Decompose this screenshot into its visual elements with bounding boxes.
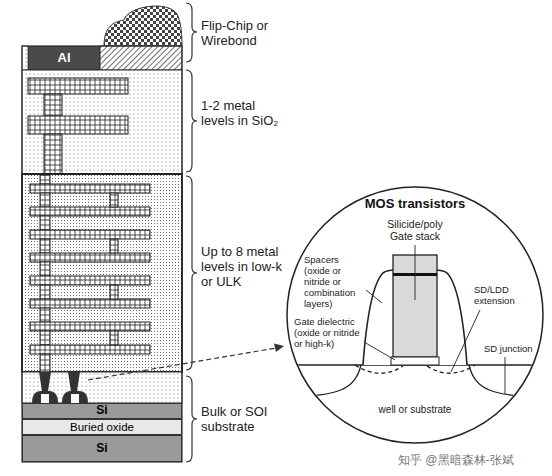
drawing-part xyxy=(415,245,416,300)
ldd-label: SD/LDD extension xyxy=(474,284,532,306)
gate-core xyxy=(41,394,49,403)
drawing-part xyxy=(30,207,150,216)
spacer-label: Spacers (oxide or nitride or combination… xyxy=(304,254,364,309)
drawing-part xyxy=(110,239,118,253)
drawing-part xyxy=(40,331,50,345)
drawing-part xyxy=(186,3,197,62)
drawing-part xyxy=(364,342,395,360)
al-pad: Al xyxy=(28,46,100,70)
contact-plug xyxy=(68,372,80,391)
low-k-dielectric xyxy=(22,174,182,372)
drawing-part xyxy=(186,376,197,462)
transistor-gate xyxy=(62,391,88,403)
sd-junction xyxy=(285,365,361,397)
contact-dielectric xyxy=(22,372,182,403)
drawing-part xyxy=(110,193,118,207)
metal-via xyxy=(44,94,62,116)
metal-line xyxy=(28,78,128,94)
watermark: 知乎 @黑暗森林-张斌 xyxy=(398,453,548,467)
gate-core xyxy=(71,394,79,403)
arrow-head xyxy=(274,344,284,353)
zoom-heading: MOS transistors xyxy=(285,197,545,211)
zoom-pointer xyxy=(88,348,276,380)
bracket-label: Flip-Chip or Wirebond xyxy=(201,18,285,48)
drawing-part xyxy=(40,262,50,276)
bracket-label: 1-2 metal levels in SiO₂ xyxy=(201,98,285,128)
metal-via xyxy=(44,134,62,176)
drawing-part xyxy=(30,253,150,262)
ldd-extension xyxy=(427,365,475,373)
metal-line xyxy=(28,116,128,134)
bracket-label: Up to 8 metal levels in low-k or ULK xyxy=(201,244,291,289)
layer-name: Si xyxy=(96,442,107,455)
drawing-part xyxy=(40,175,50,184)
drawing-part xyxy=(40,308,50,322)
drawing-part xyxy=(30,230,150,239)
drawing-part xyxy=(40,193,50,207)
leader-lines xyxy=(364,245,505,394)
junction-label: SD junction xyxy=(484,343,538,354)
drawing-part xyxy=(40,239,50,253)
drawing-part xyxy=(30,299,150,308)
drawing-part xyxy=(30,184,150,193)
drawing-part xyxy=(451,310,480,372)
sd-junction xyxy=(469,365,545,397)
layer-name: Si xyxy=(96,404,107,417)
buried-oxide-layer: Buried oxide xyxy=(22,419,182,435)
curly-bracket xyxy=(186,3,197,462)
drawing-part xyxy=(366,290,382,303)
dielectric-label: Gate dielectric (oxide or nitride or hig… xyxy=(294,316,364,349)
drawing-part xyxy=(40,354,50,372)
drawing-part xyxy=(505,357,506,394)
si-substrate: Si xyxy=(22,435,182,462)
si-layer: Si xyxy=(22,403,182,419)
gate-dielectric xyxy=(391,357,439,365)
drawing-part xyxy=(110,285,118,299)
drawing-part xyxy=(40,216,50,230)
layer-name: Buried oxide xyxy=(70,421,134,434)
contact-plug xyxy=(39,372,51,391)
drawing-part xyxy=(186,176,197,370)
passivation xyxy=(100,46,182,70)
zoom-circle-outline xyxy=(287,187,543,443)
gate-stack-label: Silicide/poly Gate stack xyxy=(375,218,455,242)
drawing-part xyxy=(30,276,150,285)
drawing-part xyxy=(30,322,150,331)
column-outline xyxy=(22,46,182,462)
flip-chip-bump xyxy=(104,6,182,46)
low-k-metal-levels xyxy=(30,175,150,372)
transistor-gate xyxy=(32,391,58,403)
drawing-part xyxy=(186,70,197,172)
drawing-part xyxy=(110,331,118,345)
drawing-part xyxy=(30,345,150,354)
well-label: well or substrate xyxy=(365,404,465,416)
drawing-part xyxy=(40,285,50,299)
ldd-extension xyxy=(355,365,403,373)
bracket-label: Bulk or SOI substrate xyxy=(201,404,285,434)
layer-name: Al xyxy=(58,51,71,65)
